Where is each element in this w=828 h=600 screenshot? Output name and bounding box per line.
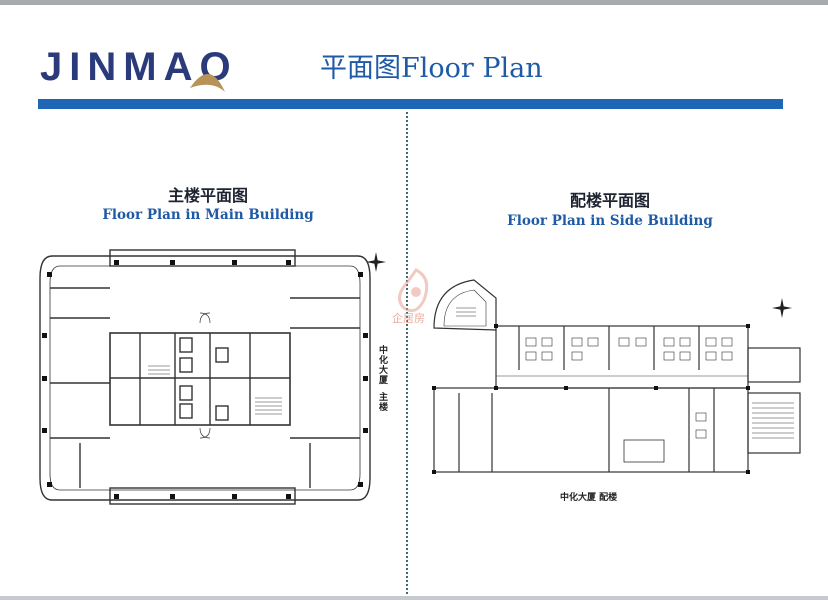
header-rule [38,99,783,109]
bottom-strip [0,596,828,600]
main-building-side-label-2: 主楼 [377,392,387,412]
main-building-side-label-1: 中化大厦 [377,345,387,385]
side-building-title-cn: 配楼平面图 [569,191,650,210]
page-title: 平面图Floor Plan [320,53,543,84]
main-building-title-cn: 主楼平面图 [167,186,248,205]
side-building-floor-plan [432,279,801,474]
watermark-text: 企居房 [392,312,425,325]
side-compass-icon [772,298,792,318]
logo-gold-swoosh [190,73,225,92]
main-building-title-en: Floor Plan in Main Building [102,207,314,223]
top-strip [0,0,828,5]
main-building-floor-plan [39,249,386,505]
panel-divider [406,112,408,598]
watermark-logo-icon [398,268,429,313]
jinmao-logo: JINMAO [40,45,231,92]
side-building-bottom-label: 中化大厦 配楼 [560,493,618,503]
compass-icon [366,252,386,272]
side-building-title-en: Floor Plan in Side Building [507,213,713,229]
